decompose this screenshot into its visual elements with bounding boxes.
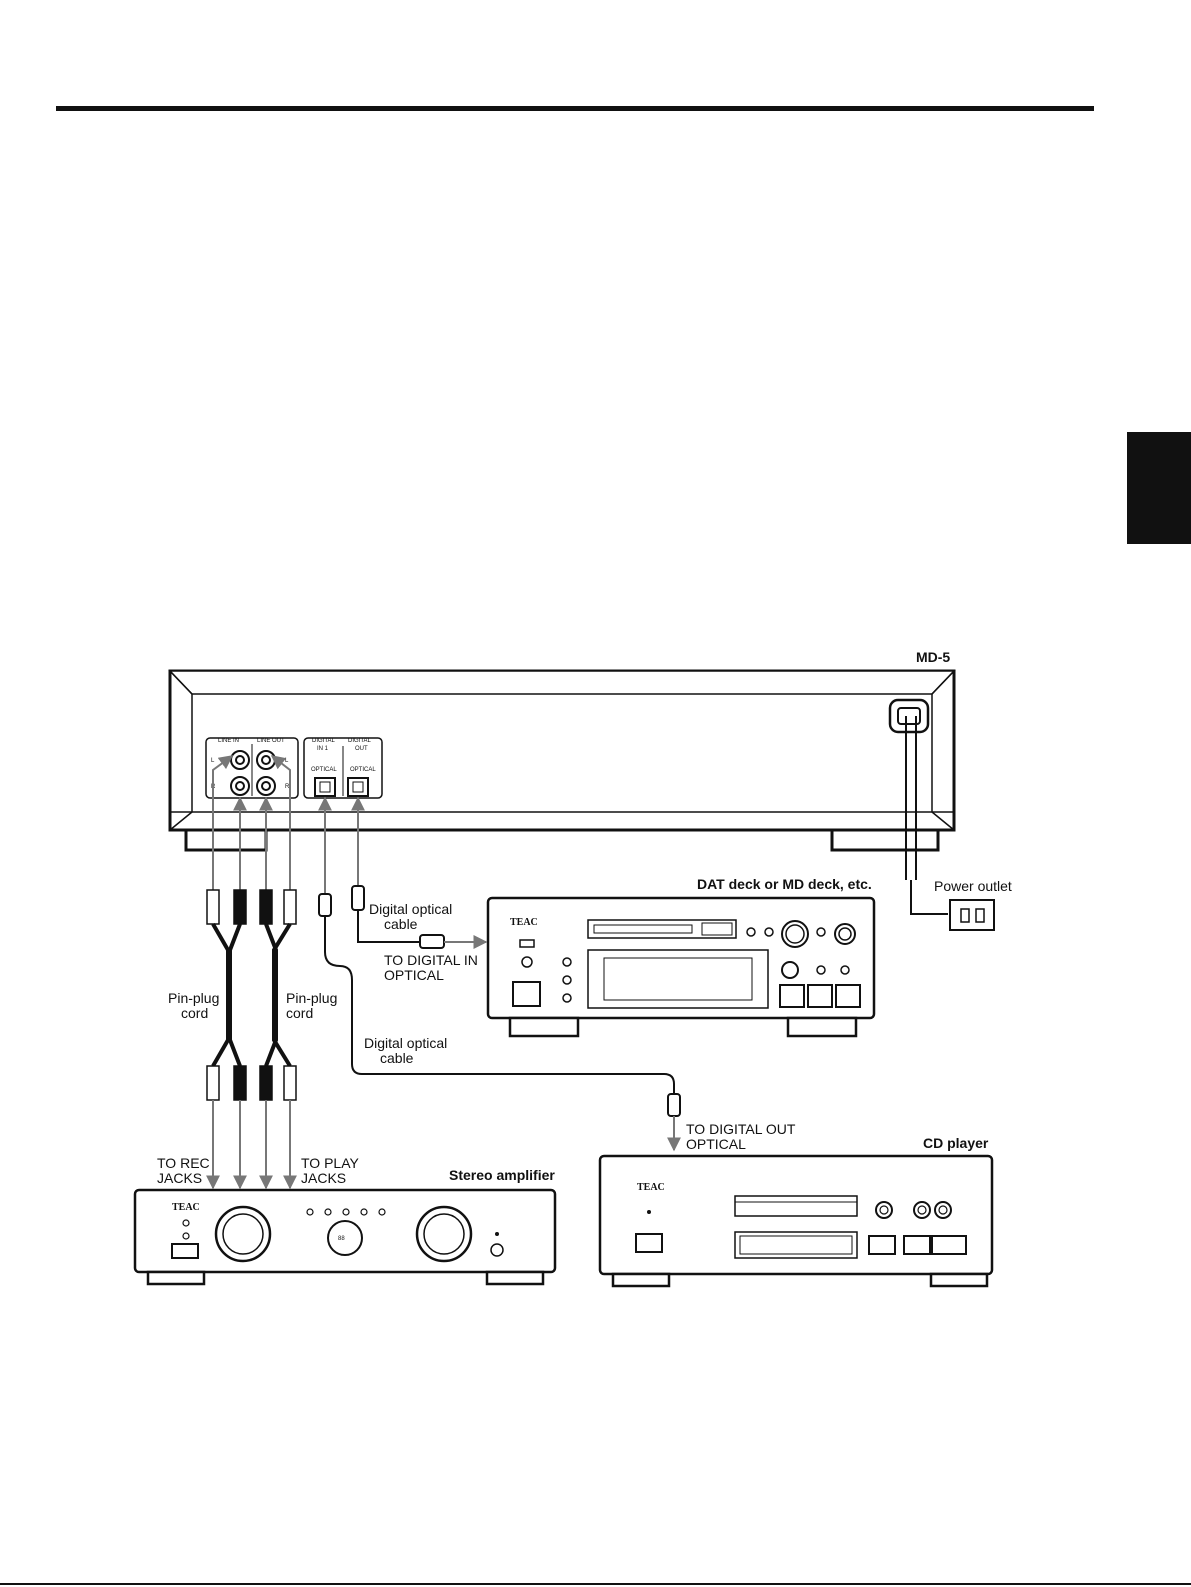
to-digital-in-2: OPTICAL bbox=[384, 967, 444, 983]
section-tab bbox=[1127, 432, 1191, 544]
line-out-label: LINE OUT bbox=[257, 738, 285, 744]
header-rule bbox=[56, 106, 1094, 111]
optical-cable-1-l2: cable bbox=[384, 916, 418, 932]
amp-display: 88 bbox=[338, 1236, 345, 1242]
to-play-1: TO PLAY bbox=[301, 1155, 360, 1171]
line-in-label: LINE IN bbox=[218, 738, 239, 744]
cd-label: CD player bbox=[923, 1135, 989, 1151]
ac-inlet bbox=[890, 700, 928, 732]
digital-out-label: DIGITAL bbox=[348, 738, 372, 744]
md5-unit: MD-5 LINE IN LINE OUT L R L R DIGITAL IN… bbox=[170, 649, 954, 850]
to-rec-2: JACKS bbox=[157, 1170, 202, 1186]
optical-cable-2-l2: cable bbox=[380, 1050, 414, 1066]
footer-rule bbox=[0, 1583, 1191, 1585]
pinplug-right-2: cord bbox=[286, 1005, 313, 1021]
to-rec-1: TO REC bbox=[157, 1155, 210, 1171]
optical-in-jack bbox=[315, 778, 335, 796]
to-play-2: JACKS bbox=[301, 1170, 346, 1186]
md5-label: MD-5 bbox=[916, 649, 950, 665]
pinplug-left-1: Pin-plug bbox=[168, 990, 219, 1006]
power-outlet-label: Power outlet bbox=[934, 878, 1012, 894]
digital-in-sub: IN 1 bbox=[317, 746, 329, 752]
optical-out-label: OPTICAL bbox=[350, 767, 376, 773]
optical-cable-1-l1: Digital optical bbox=[369, 901, 452, 917]
to-digital-out-1: TO DIGITAL OUT bbox=[686, 1121, 796, 1137]
amp-label: Stereo amplifier bbox=[449, 1167, 555, 1183]
amp-brand: TEAC bbox=[172, 1202, 200, 1213]
digital-out-sub: OUT bbox=[355, 746, 368, 752]
digital-in-label: DIGITAL bbox=[312, 738, 336, 744]
to-digital-out-2: OPTICAL bbox=[686, 1136, 746, 1152]
dat-deck: DAT deck or MD deck, etc. TEAC bbox=[488, 876, 874, 1036]
optical-out-jack bbox=[348, 778, 368, 796]
pinplug-right-1: Pin-plug bbox=[286, 990, 337, 1006]
pinplug-left-2: cord bbox=[181, 1005, 208, 1021]
cd-brand: TEAC bbox=[637, 1182, 665, 1193]
power-outlet bbox=[950, 900, 994, 930]
dat-label: DAT deck or MD deck, etc. bbox=[697, 876, 872, 892]
dat-brand: TEAC bbox=[510, 917, 538, 928]
cd-player: CD player TEAC bbox=[600, 1135, 992, 1286]
optical-cable-2-l1: Digital optical bbox=[364, 1035, 447, 1051]
optical-in-label: OPTICAL bbox=[311, 767, 337, 773]
to-digital-in-1: TO DIGITAL IN bbox=[384, 952, 478, 968]
